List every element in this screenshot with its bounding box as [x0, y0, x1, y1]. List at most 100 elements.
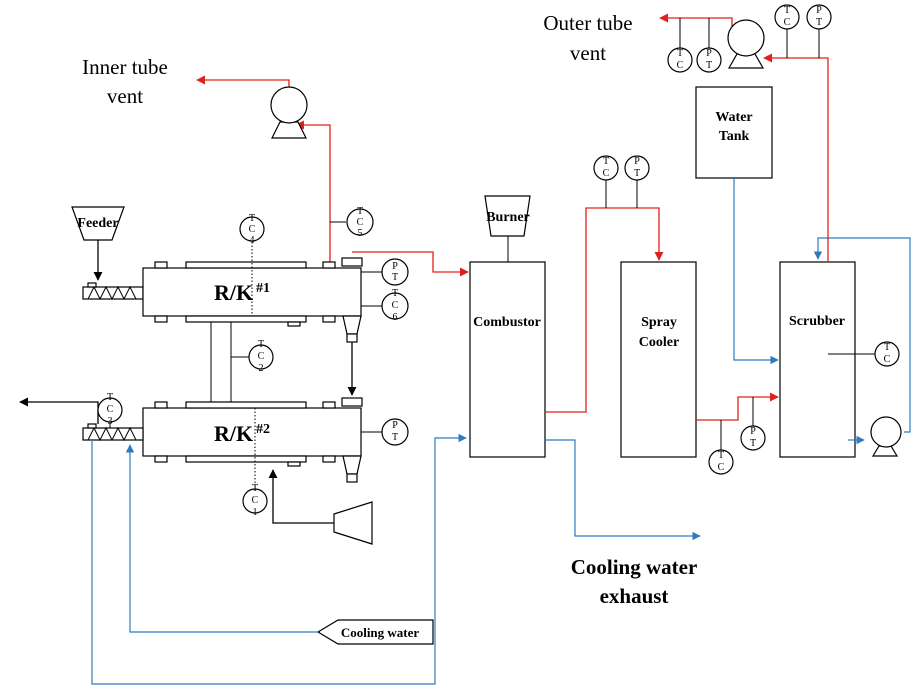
outer-vent-pump — [727, 19, 765, 69]
svg-text:T: T — [784, 5, 790, 16]
inner-vent-label-1: Inner tube — [82, 55, 168, 79]
svg-text:C: C — [392, 300, 399, 311]
spray-inlet-pt: P T — [624, 155, 650, 181]
svg-text:T: T — [392, 272, 398, 283]
scrubber-inlet-pt: P T — [740, 425, 766, 451]
svg-text:5: 5 — [358, 228, 363, 239]
svg-text:T: T — [706, 60, 712, 71]
kiln-gas-line — [352, 251, 469, 277]
combustor-label: Combustor — [473, 315, 541, 330]
svg-text:T: T — [603, 156, 609, 167]
svg-text:C: C — [252, 495, 259, 506]
inner-vent-pump — [270, 86, 308, 139]
tc4-instrument: T C 4 — [239, 213, 265, 246]
svg-text:P: P — [392, 261, 398, 272]
svg-text:C: C — [884, 354, 891, 365]
cooling-water-inlet: Cooling water — [91, 433, 467, 685]
kiln2-blower — [268, 469, 373, 545]
outer-vent-label-1: Outer tube — [543, 11, 632, 35]
scrubber-label: Scrubber — [789, 314, 845, 329]
svg-text:T: T — [392, 288, 398, 299]
inner-vent-line — [196, 75, 331, 262]
exhaust-label-2: exhaust — [600, 584, 669, 608]
outer-vent-tc-low: T C — [667, 47, 693, 73]
tc1-instrument: T C 1 — [242, 483, 268, 518]
svg-text:T: T — [816, 17, 822, 28]
svg-text:C: C — [677, 60, 684, 71]
burner: Burner — [484, 195, 531, 262]
svg-text:T: T — [884, 342, 890, 353]
outer-vent-tc-top: T C — [774, 4, 800, 30]
water-tank: Water Tank — [695, 86, 773, 179]
svg-text:T: T — [392, 432, 398, 443]
spray-outlet-tc: T C — [708, 449, 734, 475]
rotary-kiln-2: R/K #2 — [142, 397, 363, 483]
tc3-instrument: T C 3 — [97, 392, 123, 428]
svg-text:T: T — [750, 438, 756, 449]
scrubber-tc: T C — [874, 341, 900, 367]
cooling-water-exhaust-line — [545, 439, 701, 541]
outer-vent-line — [763, 53, 829, 262]
screw-conveyor-1 — [82, 282, 144, 301]
outer-vent-label-2: vent — [570, 41, 606, 65]
rk2-label: R/K — [214, 421, 253, 446]
spray-cooler: Spray Cooler — [620, 261, 697, 458]
burner-label: Burner — [486, 210, 530, 225]
combustor: Combustor — [469, 261, 546, 458]
rk1-label: R/K — [214, 280, 253, 305]
combustor-gas-line — [545, 207, 664, 413]
water-tank-label-2: Tank — [719, 129, 750, 144]
outer-vent-pt-top: P T — [806, 4, 832, 30]
svg-text:4: 4 — [250, 235, 255, 246]
pt-kiln1-instrument: P T — [361, 258, 409, 286]
svg-text:P: P — [816, 5, 822, 16]
svg-text:P: P — [392, 420, 398, 431]
svg-text:P: P — [634, 156, 640, 167]
inner-vent-label-2: vent — [107, 84, 143, 108]
tc6-instrument: T C 6 — [361, 288, 409, 323]
cooling-water-label: Cooling water — [341, 625, 420, 640]
water-tank-feed-line — [733, 178, 779, 365]
exhaust-label-1: Cooling water — [571, 555, 698, 579]
kiln-support — [210, 322, 232, 402]
spray-label-2: Cooler — [639, 335, 679, 350]
tc2-instrument: T C 2 — [231, 339, 274, 374]
svg-text:6: 6 — [393, 312, 398, 323]
svg-text:C: C — [249, 224, 256, 235]
svg-text:C: C — [603, 168, 610, 179]
svg-text:C: C — [784, 17, 791, 28]
screw-conveyor-2 — [82, 423, 144, 442]
feeder-label: Feeder — [77, 216, 118, 231]
rk2-sup: #2 — [256, 422, 270, 437]
svg-text:T: T — [677, 48, 683, 59]
svg-text:T: T — [634, 168, 640, 179]
svg-text:T: T — [107, 392, 113, 403]
svg-text:T: T — [252, 483, 258, 494]
svg-text:P: P — [750, 426, 756, 437]
feeder-hopper: Feeder — [71, 206, 125, 241]
svg-text:1: 1 — [253, 507, 258, 518]
svg-text:3: 3 — [108, 416, 113, 427]
svg-text:T: T — [249, 213, 255, 224]
svg-text:C: C — [718, 462, 725, 473]
svg-text:T: T — [718, 450, 724, 461]
product-outlet-line — [19, 397, 99, 424]
svg-text:T: T — [258, 339, 264, 350]
scrubber: Scrubber — [779, 261, 875, 458]
water-tank-label-1: Water — [715, 110, 752, 125]
spray-label-1: Spray — [641, 315, 677, 330]
svg-text:2: 2 — [259, 363, 264, 374]
scrubber-pump — [870, 416, 902, 457]
svg-text:T: T — [357, 206, 363, 217]
pt-kiln2-instrument: P T — [361, 418, 409, 446]
svg-text:C: C — [258, 351, 265, 362]
spray-inlet-tc: T C — [593, 155, 619, 181]
rk1-sup: #1 — [256, 281, 270, 296]
outer-vent-pt-low: P T — [696, 47, 722, 73]
svg-text:C: C — [357, 217, 364, 228]
spray-to-scrubber-line — [696, 392, 779, 421]
svg-text:P: P — [706, 48, 712, 59]
svg-text:C: C — [107, 404, 114, 415]
tc5-instrument: T C 5 — [330, 206, 374, 239]
